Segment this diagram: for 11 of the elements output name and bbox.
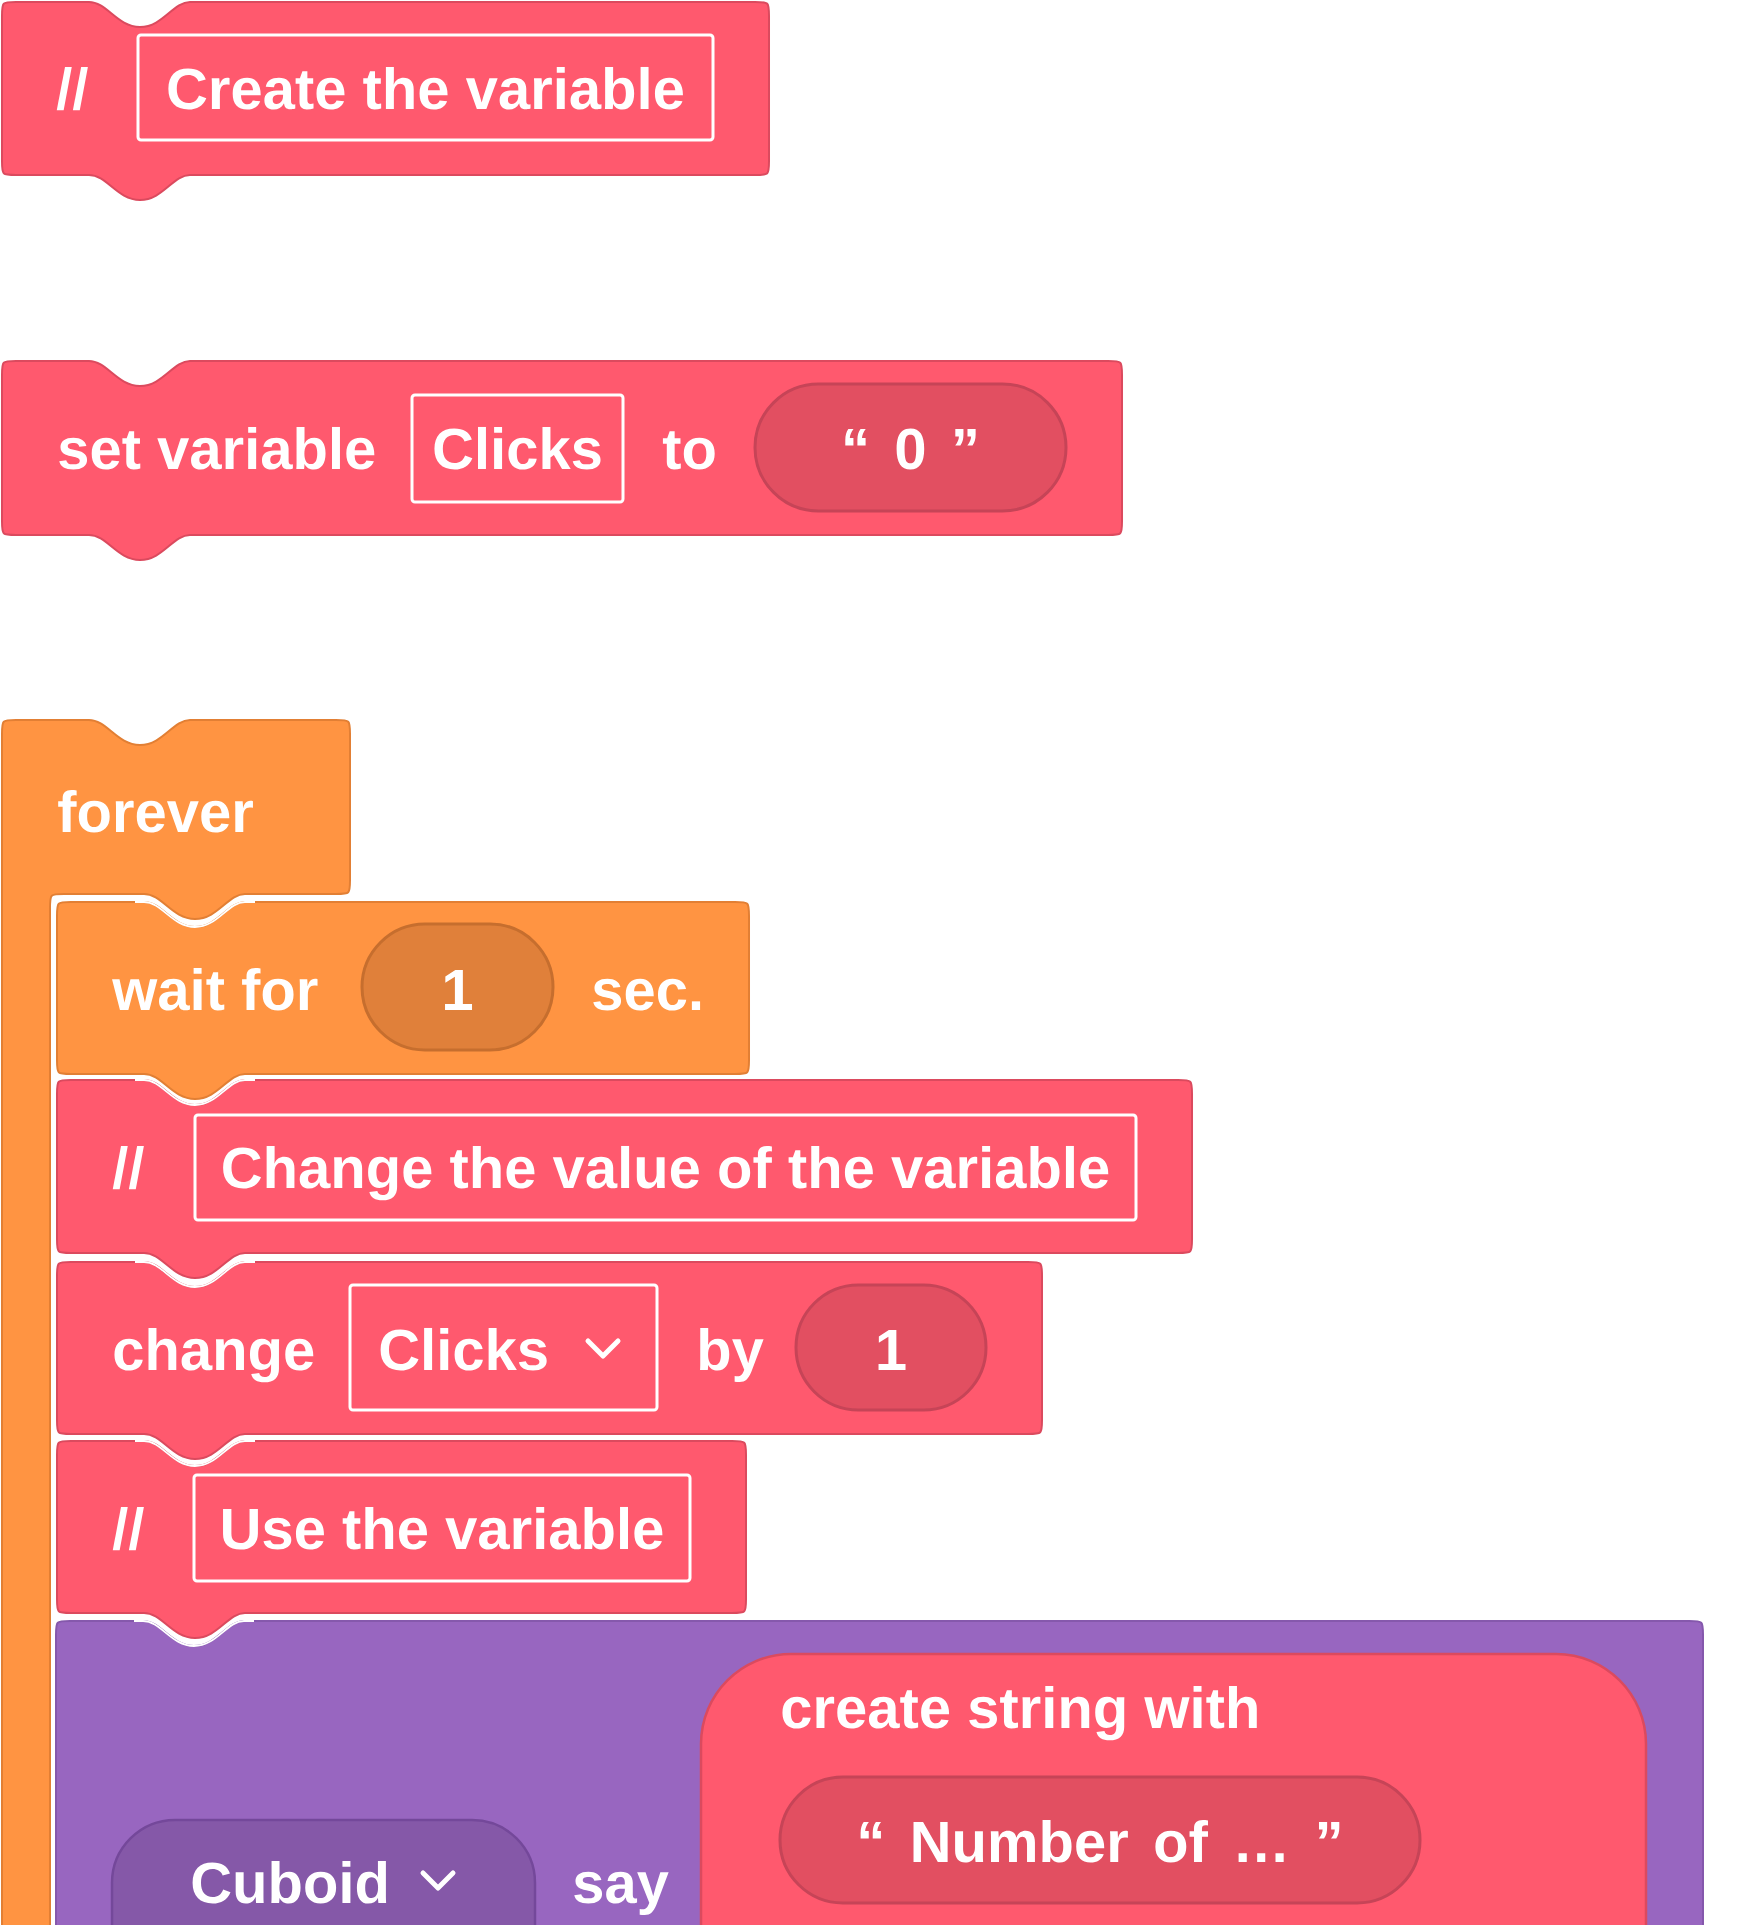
node-label: to — [662, 431, 715, 470]
node-label: change — [114, 1327, 314, 1383]
text-field: Create the variable — [136, 33, 715, 142]
dropdown-field: Clicks — [348, 1283, 659, 1412]
node-label: set variable — [59, 426, 375, 470]
variable-field: Clicks — [410, 393, 625, 504]
text-field: Change the value of the variable — [193, 1113, 1138, 1222]
text-field: Use the variable — [192, 1473, 692, 1583]
node-label: sec. — [593, 978, 701, 1011]
node-label: by — [700, 1327, 764, 1383]
node-label: wait for — [112, 967, 318, 1011]
